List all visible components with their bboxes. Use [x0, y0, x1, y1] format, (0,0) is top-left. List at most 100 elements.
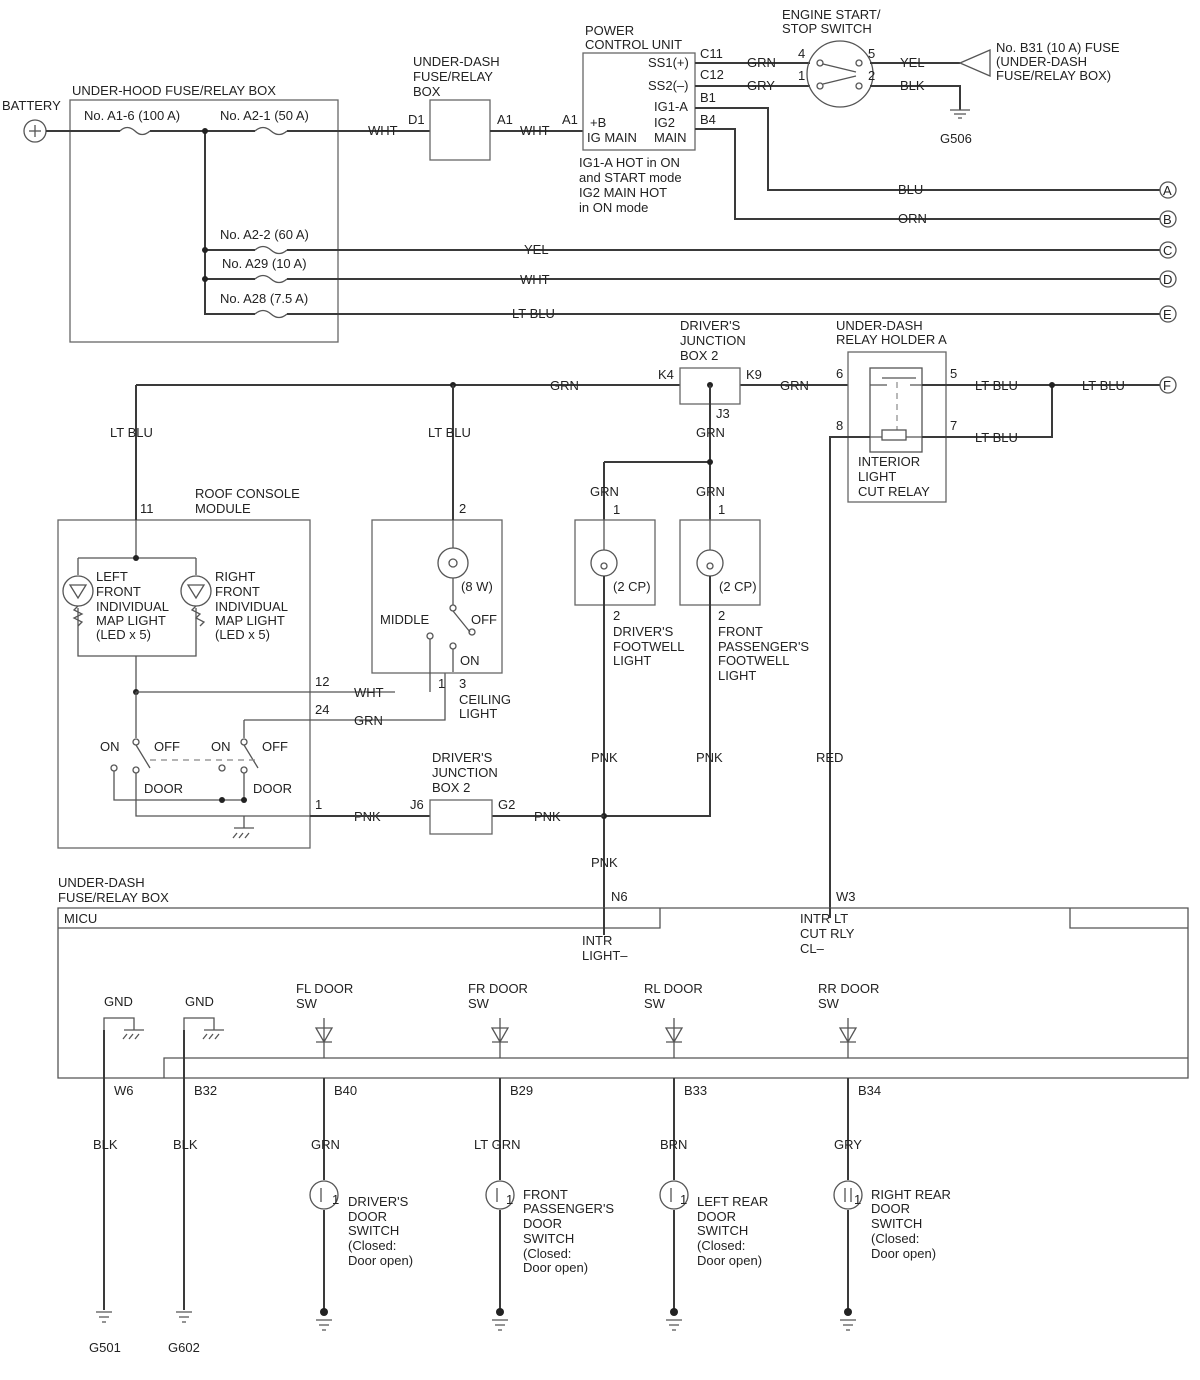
- map-light-label: (LED x 5): [215, 627, 270, 642]
- connector-e: E: [1159, 305, 1177, 323]
- connector-b: B: [1159, 210, 1177, 228]
- wire-label: BLK: [93, 1137, 118, 1152]
- switch-on-label: ON: [211, 739, 231, 754]
- pin-label: 5: [868, 46, 875, 61]
- wire-label: GRN: [311, 1137, 340, 1152]
- door-switch-label: DOOR: [697, 1209, 736, 1224]
- door-switch-label: RIGHT REAR: [871, 1187, 951, 1202]
- door-sw-label: RR DOOR: [818, 981, 879, 996]
- pin-label: K9: [746, 367, 762, 382]
- ess-label: STOP SWITCH: [782, 21, 872, 36]
- pcu-pin-label: SS2(–): [648, 78, 688, 93]
- switch-off-label: OFF: [154, 739, 180, 754]
- pin-label: 11: [140, 501, 154, 516]
- map-light-label: (LED x 5): [96, 627, 151, 642]
- wire-label: LT BLU: [428, 425, 471, 440]
- fuse-a22-label: No. A2-2 (60 A): [220, 227, 309, 242]
- wire-label: GRN: [550, 378, 579, 393]
- connector-d: D: [1159, 270, 1177, 288]
- pin-label: B33: [684, 1083, 707, 1098]
- door-switch-label: Door open): [523, 1260, 588, 1275]
- door-switch-label: SWITCH: [523, 1231, 574, 1246]
- svg-text:A: A: [1163, 183, 1172, 198]
- pin-label: 1: [854, 1192, 861, 1207]
- wire-label: WHT: [368, 123, 398, 138]
- relay-label: UNDER-DASH: [836, 318, 923, 333]
- ceiling-light: [371, 519, 503, 674]
- relay-switch-icon: [870, 377, 922, 441]
- map-light-label: FRONT: [215, 584, 260, 599]
- pin-label: 1: [613, 502, 620, 517]
- door-switch-label: DOOR: [348, 1209, 387, 1224]
- svg-text:F: F: [1163, 378, 1171, 393]
- pcu-pin-label: +B: [590, 115, 606, 130]
- pin-label: 6: [836, 366, 843, 381]
- wire-label: LT BLU: [110, 425, 153, 440]
- door-switch-label: Door open): [871, 1246, 936, 1261]
- door-switch-icon: [309, 1180, 863, 1210]
- wire-label: WHT: [520, 123, 550, 138]
- pcu-note: IG1-A HOT in ON: [579, 155, 680, 170]
- micu-label: MICU: [64, 911, 97, 926]
- footwell-label: LIGHT: [718, 668, 756, 683]
- ud-box-label: BOX: [413, 84, 441, 99]
- pin-label: 1: [332, 1192, 339, 1207]
- pin-label: 1: [798, 68, 805, 83]
- ud-box-label: UNDER-DASH: [413, 54, 500, 69]
- footwell-label: LIGHT: [613, 653, 651, 668]
- wire-label: ORN: [898, 211, 927, 226]
- pcu-pin-label: MAIN: [654, 130, 687, 145]
- pcu-note: in ON mode: [579, 200, 648, 215]
- ceiling-middle-label: MIDDLE: [380, 612, 429, 627]
- djb2-label: JUNCTION: [680, 333, 746, 348]
- door-switch-label: SWITCH: [348, 1223, 399, 1238]
- ground-icon: [232, 816, 254, 839]
- micu-pin-label: CL–: [800, 941, 825, 956]
- svg-text:D: D: [1163, 272, 1172, 287]
- micu-pin-label: INTR: [582, 933, 612, 948]
- relay-label: CUT RELAY: [858, 484, 930, 499]
- pin-label: D1: [408, 112, 425, 127]
- pin-label: 24: [315, 702, 329, 717]
- pin-label: J3: [716, 406, 730, 421]
- left-map-light-icon: [62, 575, 94, 627]
- wire-label: PNK: [591, 750, 618, 765]
- pin-label: 1: [718, 502, 725, 517]
- wire-label: WHT: [354, 685, 384, 700]
- ceiling-switch-icon: [426, 604, 476, 692]
- wire-label: PNK: [591, 855, 618, 870]
- micu-pin-label: CUT RLY: [800, 926, 855, 941]
- switch-off-label: OFF: [262, 739, 288, 754]
- relay-label: RELAY HOLDER A: [836, 332, 947, 347]
- door-switch-label: PASSENGER'S: [523, 1201, 614, 1216]
- wire-label: GRN: [354, 713, 383, 728]
- svg-text:E: E: [1163, 307, 1172, 322]
- map-light-label: INDIVIDUAL: [215, 599, 288, 614]
- door-switch-label: (Closed:: [871, 1231, 919, 1246]
- pin-label: 3: [459, 676, 466, 691]
- wire-label: PNK: [534, 809, 561, 824]
- pin-label: C11: [700, 46, 723, 61]
- under-hood-box-label: UNDER-HOOD FUSE/RELAY BOX: [72, 83, 276, 98]
- pin-label: G2: [498, 797, 515, 812]
- pcu-note: and START mode: [579, 170, 682, 185]
- footwell-label: FOOTWELL: [718, 653, 790, 668]
- door-sw-label: RL DOOR: [644, 981, 703, 996]
- fuse-a29-label: No. A29 (10 A): [222, 256, 307, 271]
- wire-label: BLK: [900, 78, 925, 93]
- ceiling-watt-label: (8 W): [461, 579, 493, 594]
- power-control-unit: [582, 52, 696, 151]
- pin-label: 2: [613, 608, 620, 623]
- footwell-label: DRIVER'S: [613, 624, 674, 639]
- pcu-label: POWER: [585, 23, 634, 38]
- micu-box-label: FUSE/RELAY BOX: [58, 890, 169, 905]
- fuse-a28-icon: [254, 309, 288, 319]
- door-sw-label: FR DOOR: [468, 981, 528, 996]
- map-light-label: RIGHT: [215, 569, 256, 584]
- footwell-label: FRONT: [718, 624, 763, 639]
- door-switch-label: Door open): [348, 1253, 413, 1268]
- pin-label: 2: [868, 68, 875, 83]
- pin-label: K4: [658, 367, 674, 382]
- connector-a: A: [1159, 181, 1177, 199]
- door-switch-label: Door open): [697, 1253, 762, 1268]
